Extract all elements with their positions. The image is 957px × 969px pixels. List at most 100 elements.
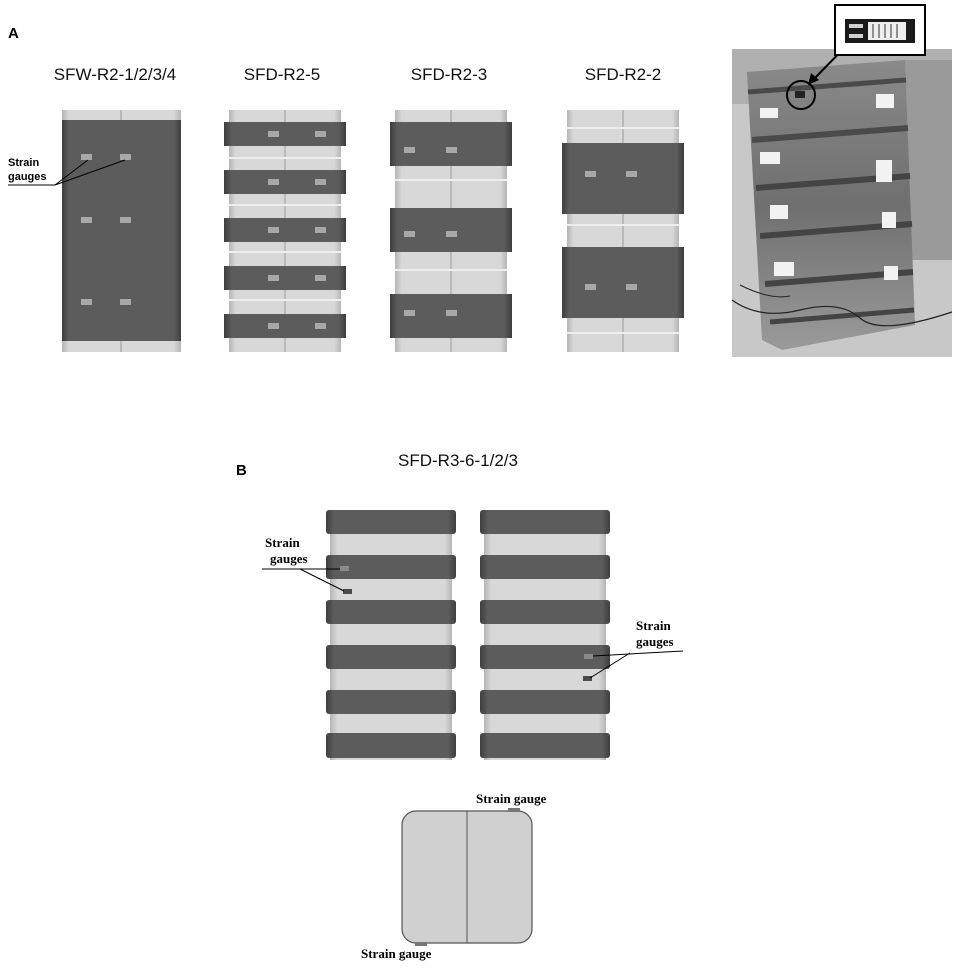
strain-gauge [584, 654, 593, 659]
photo-tape [760, 152, 780, 164]
strain-gauge [404, 231, 415, 237]
panel-a-letter: A [8, 25, 19, 42]
section-label-top: Strain gauge [476, 791, 547, 806]
frp-strip [480, 555, 610, 579]
strain-label-line1: Strain [265, 535, 300, 550]
photo-tape [774, 262, 794, 276]
frp-strip [326, 600, 456, 624]
wood-column [330, 510, 452, 760]
strain-gauge [268, 131, 279, 137]
leader-line [54, 159, 89, 186]
strain-gauge [81, 299, 92, 305]
leader-line [299, 568, 345, 592]
panel-b-title: SFD-R3-6-1/2/3 [398, 451, 518, 470]
specimen-sfd-r2-2 [562, 110, 684, 352]
photo-tape [882, 212, 896, 228]
strain-gauge [340, 566, 349, 571]
panel-b-letter: B [236, 462, 247, 479]
panel-b-left-column [326, 510, 456, 760]
strain-gauge [120, 217, 131, 223]
leader-line [54, 159, 126, 186]
photo-tape [770, 205, 788, 219]
strain-gauges-label-b-right: Strain gauges [589, 618, 684, 679]
wood-column [484, 510, 606, 760]
strain-label-line1: Strain [8, 157, 39, 169]
frp-strip [326, 510, 456, 534]
frp-wrap [62, 120, 181, 341]
strain-label-line2: gauges [636, 634, 674, 649]
strain-gauge [120, 154, 131, 160]
photo-wire [731, 299, 953, 327]
strain-gauge [268, 275, 279, 281]
frp-strip [562, 143, 684, 214]
strain-gauge [446, 310, 457, 316]
column-title-sfd-r2-5: SFD-R2-5 [244, 65, 321, 84]
photo-band [751, 125, 909, 143]
panel-b-right-column [480, 510, 610, 760]
strain-gauges-label-a: Strain gauges [8, 157, 126, 186]
strain-gauge [315, 227, 326, 233]
frp-strip [480, 733, 610, 758]
frp-strip [224, 122, 346, 146]
column-title-sfw-r2-1-2-3-4: SFW-R2-1/2/3/4 [54, 65, 177, 84]
frp-strip [326, 690, 456, 714]
specimen-sfd-r2-5 [224, 110, 346, 352]
strain-gauge [268, 323, 279, 329]
specimen-photo [731, 39, 953, 357]
frp-strip [480, 645, 610, 669]
photo-strain-gauge [795, 91, 805, 98]
strain-label-line2: gauges [8, 171, 47, 183]
strain-gauge-inset [834, 4, 926, 56]
photo-band [747, 77, 907, 95]
strain-gauge [315, 131, 326, 137]
frp-strip [224, 266, 346, 290]
strain-gauge [315, 275, 326, 281]
strain-gauge [315, 179, 326, 185]
photo-tape [876, 160, 892, 182]
cross-section: Strain gauge Strain gauge [361, 791, 547, 961]
photo-band [769, 307, 915, 325]
leader-line [589, 652, 631, 679]
strain-gauge [585, 284, 596, 290]
frp-strip [390, 208, 512, 252]
strain-gauge [268, 179, 279, 185]
strain-gauge [81, 217, 92, 223]
column-title-sfd-r2-3: SFD-R2-3 [411, 65, 488, 84]
photo-wire [739, 284, 791, 298]
strain-gauge [120, 299, 131, 305]
section-strain-gauge-top [508, 808, 520, 812]
frp-strip [562, 247, 684, 318]
section-strain-gauge-bottom [415, 942, 427, 946]
inset-gauge-grid [868, 22, 906, 40]
strain-label-line2: gauges [270, 551, 308, 566]
frp-strip [224, 218, 346, 242]
frp-strip [390, 122, 512, 166]
strain-gauges-label-b-left: Strain gauges [262, 535, 345, 592]
inset-gauge-tab [849, 34, 863, 38]
frp-strip [480, 690, 610, 714]
photo-tape [876, 94, 894, 108]
strain-gauge [626, 284, 637, 290]
strain-gauge [81, 154, 92, 160]
strain-gauge [583, 676, 592, 681]
strain-gauge [343, 589, 352, 594]
frp-strip [480, 600, 610, 624]
frp-strip [326, 645, 456, 669]
column-title-sfd-r2-2: SFD-R2-2 [585, 65, 662, 84]
strain-gauge [268, 227, 279, 233]
frp-strip [224, 314, 346, 338]
specimen-sfw-full-wrap [62, 110, 181, 352]
highlight-circle [786, 80, 816, 110]
inset-gauge-tab [849, 24, 863, 28]
strain-gauge [404, 147, 415, 153]
strain-gauge [626, 171, 637, 177]
frp-strip [326, 733, 456, 758]
photo-tape [760, 108, 778, 118]
section-label-bottom: Strain gauge [361, 946, 432, 961]
strain-label-line1: Strain [636, 618, 671, 633]
photo-tape [884, 266, 898, 280]
strain-gauge [404, 310, 415, 316]
strain-gauge [446, 231, 457, 237]
frp-strip [480, 510, 610, 534]
